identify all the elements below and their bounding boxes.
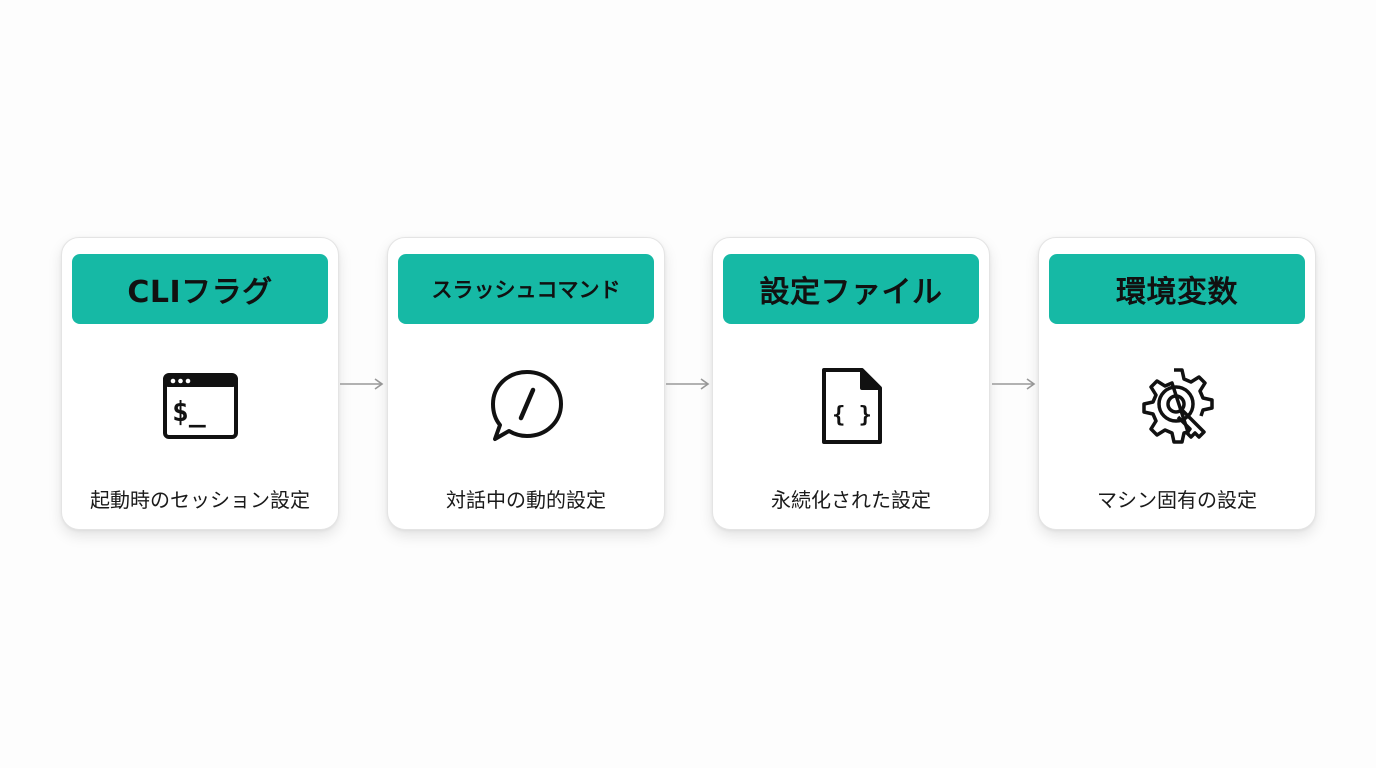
- step-caption: 永続化された設定: [771, 488, 931, 512]
- step-caption: マシン固有の設定: [1097, 488, 1257, 512]
- step-card-env-vars: 環境変数 マシン固有の設定: [1038, 237, 1316, 530]
- svg-text:{ }: { }: [832, 403, 872, 428]
- flow-arrow: [666, 378, 710, 390]
- json-file-icon: { }: [822, 368, 882, 444]
- step-card-slash-commands: スラッシュコマンド 対話中の動的設定: [387, 237, 665, 530]
- step-header: 環境変数: [1049, 254, 1305, 324]
- step-caption: 起動時のセッション設定: [90, 488, 310, 512]
- step-header: CLIフラグ: [72, 254, 328, 324]
- gear-key-icon: [1142, 368, 1214, 444]
- step-caption: 対話中の動的設定: [446, 488, 606, 512]
- flow-arrow: [992, 378, 1036, 390]
- slash-chat-bubble-icon: [491, 370, 563, 441]
- flow-arrow: [340, 378, 384, 390]
- step-header: スラッシュコマンド: [398, 254, 654, 324]
- step-card-config-file: 設定ファイル { } 永続化された設定: [712, 237, 990, 530]
- svg-text:$_: $_: [172, 395, 206, 428]
- step-header: 設定ファイル: [723, 254, 979, 324]
- step-card-cli-flags: CLIフラグ $_ 起動時のセッション設定: [61, 237, 339, 530]
- terminal-icon: $_: [163, 373, 238, 439]
